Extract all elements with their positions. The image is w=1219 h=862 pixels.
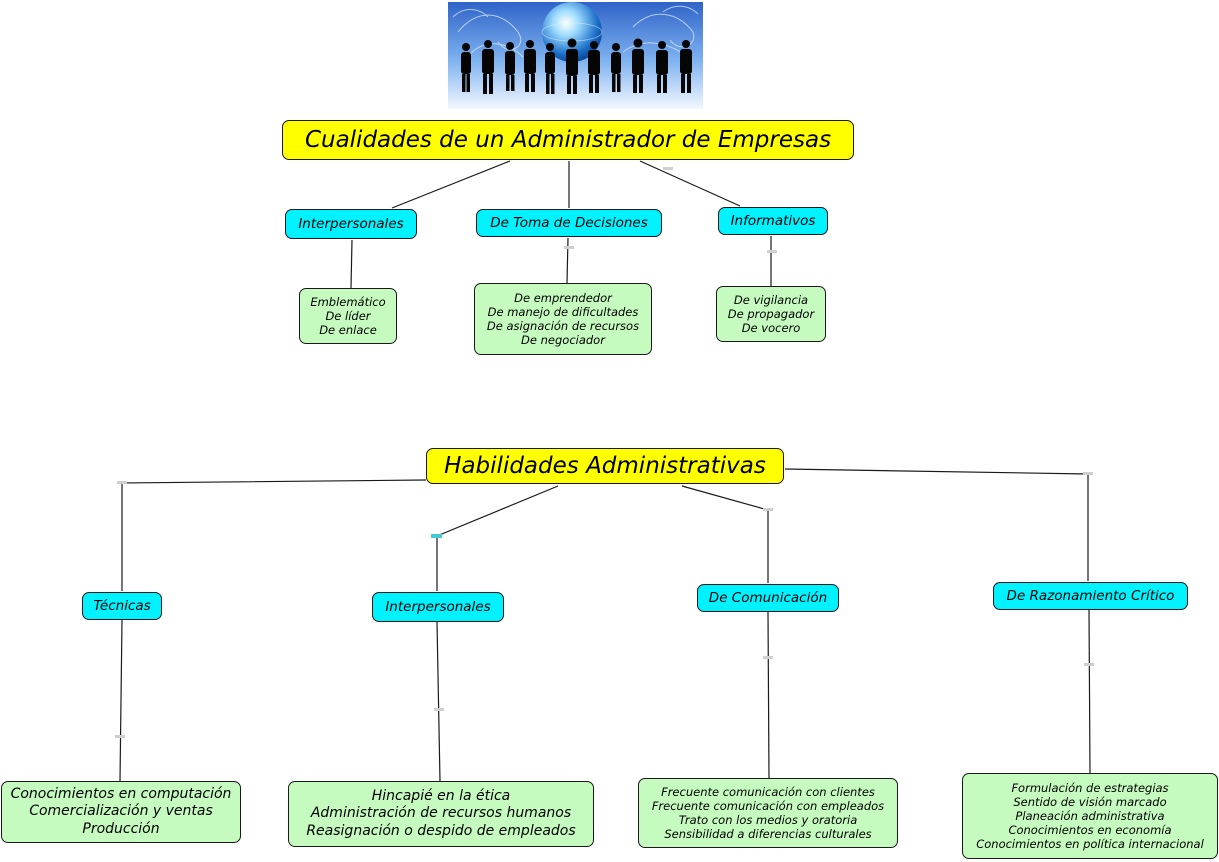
leaf-item: De líder <box>325 308 371 323</box>
leaf-item: De asignación de recursos <box>486 319 640 333</box>
link-interpersonales-leaf <box>350 239 353 289</box>
category-tecnicas-label: Técnicas <box>93 597 151 614</box>
leaf-item: De enlace <box>319 323 377 337</box>
category-tecnicas: Técnicas <box>82 592 162 620</box>
leaf-item: De negociador <box>521 333 605 348</box>
link-tecnicas-leaf <box>119 619 123 782</box>
category-interpersonales-label: Interpersonales <box>298 215 404 232</box>
header-business-people-image <box>448 2 703 109</box>
category-informativos-label: Informativos <box>730 212 816 229</box>
leaf-item: Emblemático <box>310 294 386 309</box>
leaf-item: Trato con los medios y oratoria <box>678 813 858 827</box>
leaf-interpersonales: Emblemático De líder De enlace <box>299 288 397 344</box>
leaf-item: Formulación de estrategias <box>1011 780 1169 795</box>
main-concept-cualidades-label: Cualidades de un Administrador de Empres… <box>304 126 832 153</box>
leaf-item: De vigilancia <box>733 292 809 307</box>
leaf-item: Hincapié en la ética <box>371 788 511 805</box>
main-concept-habilidades-label: Habilidades Administrativas <box>444 452 766 479</box>
leaf-item: Sensibilidad a diferencias culturales <box>664 827 872 842</box>
category-razonamiento-critico-label: De Razonamiento Crítico <box>1006 587 1175 604</box>
link-title2-razonamiento <box>784 468 1089 581</box>
category-interpersonales-2: Interpersonales <box>372 592 504 622</box>
leaf-item: Reasignación o despido de empleados <box>306 822 576 839</box>
leaf-item: Producción <box>82 820 160 837</box>
category-comunicacion-label: De Comunicación <box>708 589 828 606</box>
leaf-item: Administración de recursos humanos <box>310 805 572 822</box>
link-title1-informativos <box>639 160 741 207</box>
leaf-item: Frecuente comunicación con empleados <box>651 798 885 813</box>
leaf-item: De vocero <box>741 321 801 335</box>
category-informativos: Informativos <box>718 207 828 235</box>
leaf-toma-decisiones: De emprendedor De manejo de dificultades… <box>474 283 652 355</box>
leaf-item: De manejo de dificultades <box>487 304 639 319</box>
link-title2-interpersonales <box>436 485 559 591</box>
link-razonamiento-leaf <box>1088 609 1091 774</box>
category-interpersonales-2-label: Interpersonales <box>385 598 491 615</box>
leaf-item: Conocimientos en computación <box>10 786 232 803</box>
link-title2-comunicacion <box>681 485 769 583</box>
leaf-interpersonales-2: Hincapié en la ética Administración de r… <box>288 781 594 847</box>
link-title2-tecnicas <box>121 479 427 591</box>
leaf-item: De emprendedor <box>514 290 612 305</box>
link-toma-decisiones-leaf <box>566 237 569 284</box>
main-concept-habilidades: Habilidades Administrativas <box>426 448 784 484</box>
leaf-item: Comercialización y ventas <box>29 803 213 820</box>
link-title1-interpersonales <box>391 160 511 209</box>
category-interpersonales: Interpersonales <box>285 209 417 239</box>
leaf-item: Conocimientos en política internacional <box>976 837 1204 852</box>
category-razonamiento-critico: De Razonamiento Crítico <box>993 582 1188 610</box>
leaf-item: De propagador <box>727 306 815 321</box>
link-interpersonales2-leaf <box>436 621 441 782</box>
category-toma-decisiones-label: De Toma de Decisiones <box>490 214 648 231</box>
category-comunicacion: De Comunicación <box>697 584 839 612</box>
main-concept-cualidades: Cualidades de un Administrador de Empres… <box>282 120 854 160</box>
category-toma-decisiones: De Toma de Decisiones <box>476 209 662 237</box>
link-comunicacion-leaf <box>767 611 770 779</box>
leaf-tecnicas: Conocimientos en computación Comercializ… <box>1 781 241 843</box>
leaf-comunicacion: Frecuente comunicación con clientes Frec… <box>638 778 898 848</box>
leaf-item: Planeación administrativa <box>1015 808 1165 823</box>
leaf-item: Sentido de visión marcado <box>1013 794 1167 809</box>
leaf-item: Frecuente comunicación con clientes <box>661 784 875 799</box>
leaf-item: Conocimientos en economía <box>1008 823 1172 837</box>
leaf-informativos: De vigilancia De propagador De vocero <box>716 286 826 342</box>
leaf-razonamiento-critico: Formulación de estrategias Sentido de vi… <box>962 773 1218 859</box>
